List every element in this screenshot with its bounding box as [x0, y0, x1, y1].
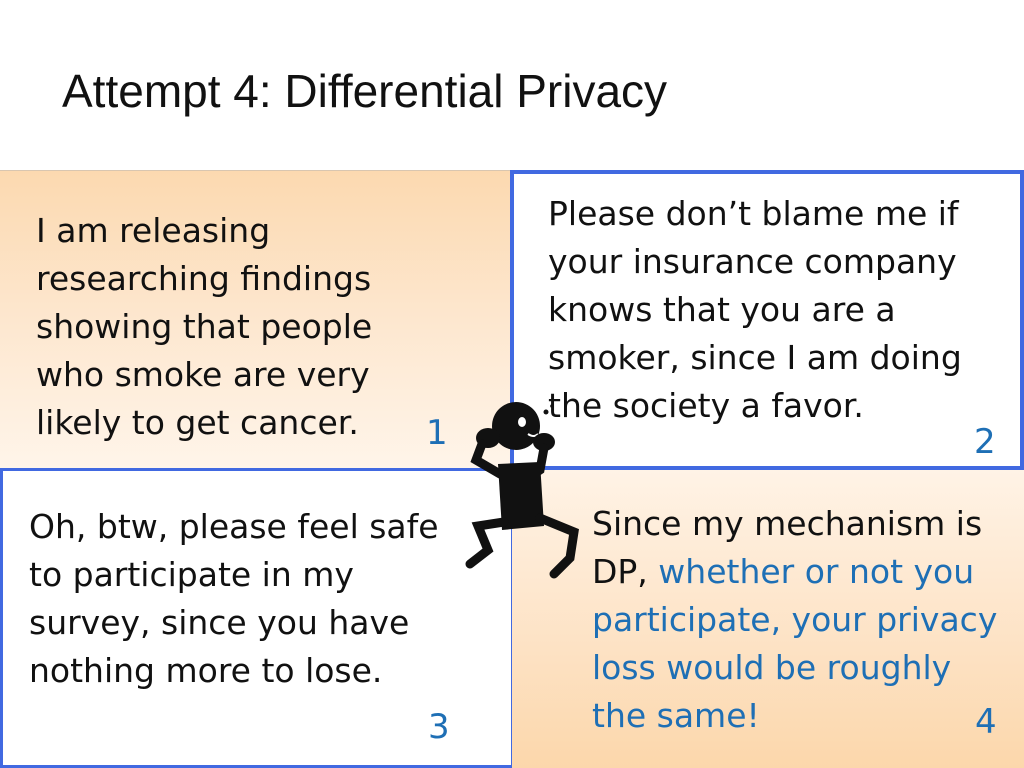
panel-3: Oh, btw, please feel safe to participate… [0, 468, 514, 768]
panel-4-text: Since my mechanism is DP, whether or not… [592, 500, 1012, 740]
panel-4-text-plain: Since my mechanism is DP, [592, 504, 983, 591]
panel-4-number: 4 [975, 702, 997, 742]
panel-2-text: Please don’t blame me if your insurance … [548, 194, 962, 425]
slide-title: Attempt 4: Differential Privacy [62, 65, 668, 117]
panel-1-text: I am releasing researching findings show… [36, 211, 373, 442]
panel-1: I am releasing researching findings show… [0, 170, 512, 470]
panel-3-text: Oh, btw, please feel safe to participate… [29, 507, 439, 690]
thinking-stick-figure-icon [465, 402, 579, 579]
panel-4: Since my mechanism is DP, whether or not… [512, 470, 1024, 768]
panel-1-number: 1 [426, 413, 448, 453]
panel-4-text-highlight: whether or not you participate, your pri… [592, 552, 998, 735]
panel-2-number: 2 [974, 422, 996, 462]
panel-2: Please don’t blame me if your insurance … [510, 170, 1024, 470]
panel-3-number: 3 [428, 707, 450, 747]
